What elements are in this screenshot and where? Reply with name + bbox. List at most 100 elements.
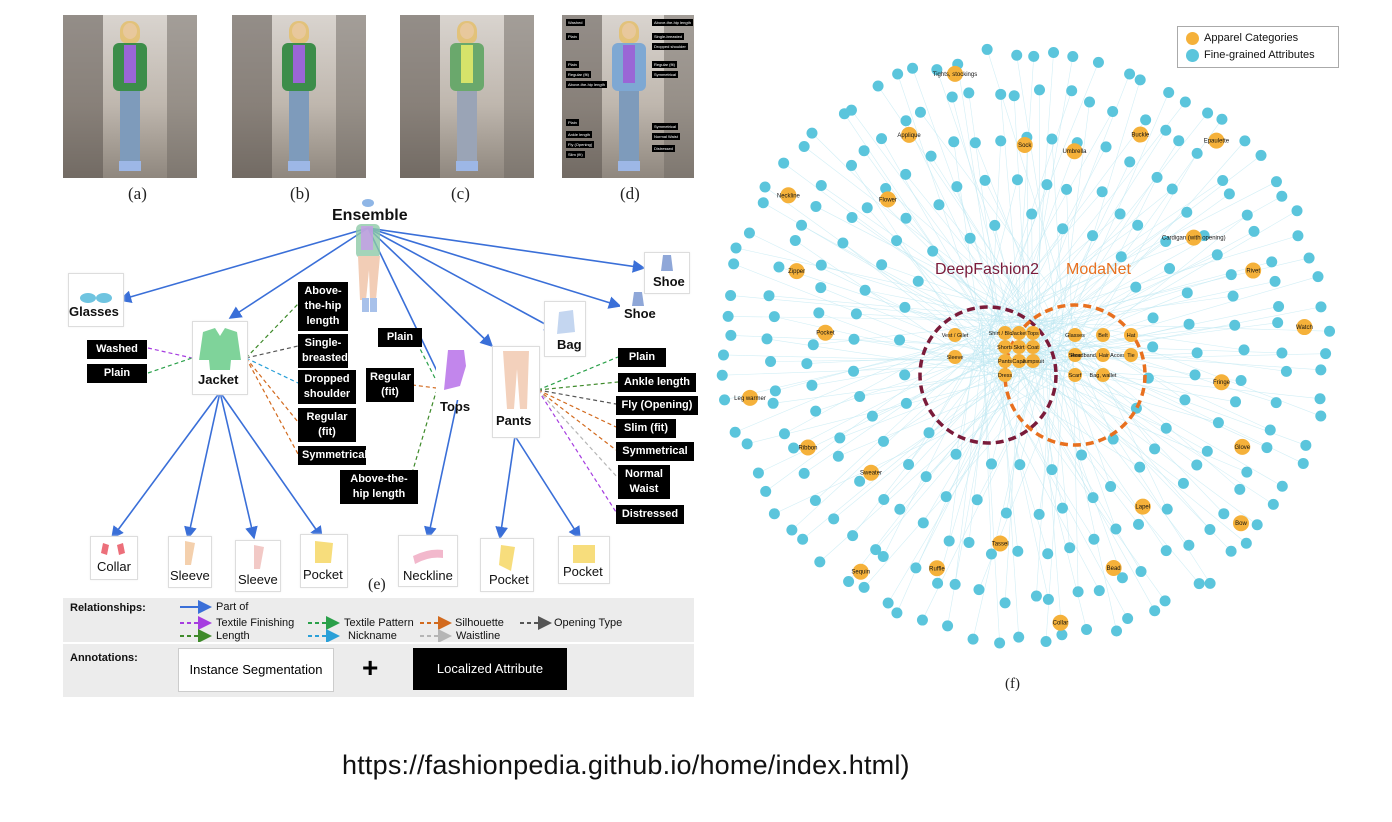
jacket-attr-washed: Washed bbox=[87, 340, 147, 359]
pocket-icon bbox=[315, 541, 333, 563]
attribute-node bbox=[1130, 281, 1142, 293]
attribute-node bbox=[761, 333, 773, 345]
graph-edge bbox=[988, 119, 1146, 331]
graph-edge bbox=[866, 207, 1011, 369]
attribute-node bbox=[1202, 107, 1214, 119]
attribute-node bbox=[1223, 188, 1235, 200]
part-label: Pocket bbox=[489, 572, 529, 587]
category-node bbox=[1132, 126, 1149, 143]
graph-edge bbox=[985, 193, 1230, 371]
attribute-node bbox=[1067, 50, 1079, 62]
pants-icon bbox=[503, 351, 529, 409]
category-node-label: Tops bbox=[1027, 331, 1039, 337]
photo-d-tag: Plain bbox=[566, 33, 579, 40]
attribute-node bbox=[1315, 410, 1327, 422]
graph-edge bbox=[981, 328, 992, 555]
attribute-node bbox=[1181, 287, 1193, 299]
attribute-node bbox=[809, 495, 821, 507]
attribute-node bbox=[1312, 271, 1324, 283]
attribute-node bbox=[859, 284, 871, 296]
attribute-node bbox=[1211, 249, 1223, 261]
graph-edge bbox=[1057, 340, 1225, 514]
graph-edge bbox=[778, 266, 1047, 356]
attribute-node bbox=[946, 91, 958, 103]
attribute-node bbox=[1046, 464, 1058, 476]
attribute-node bbox=[1107, 433, 1119, 445]
attribute-node bbox=[916, 614, 928, 626]
attribute-node bbox=[1179, 394, 1191, 406]
graph-edge bbox=[1019, 360, 1046, 465]
graph-edge bbox=[976, 354, 1053, 500]
graph-edge bbox=[887, 359, 1033, 604]
pocket-icon bbox=[573, 545, 595, 563]
graph-edge bbox=[1067, 338, 1240, 490]
graph-edge bbox=[883, 331, 1055, 442]
attribute-node bbox=[1066, 85, 1078, 97]
attribute-node bbox=[1300, 439, 1312, 451]
category-node bbox=[879, 191, 896, 208]
attribute-node bbox=[1133, 518, 1145, 530]
rel-opening-type: Opening Type bbox=[554, 617, 623, 629]
attribute-node bbox=[1147, 341, 1159, 353]
attribute-node bbox=[834, 432, 846, 444]
source-url[interactable]: https://fashionpedia.github.io/home/inde… bbox=[342, 750, 910, 780]
graph-edge bbox=[811, 132, 1005, 323]
graph-edge bbox=[1006, 225, 1138, 319]
attribute-node bbox=[854, 475, 866, 487]
graph-edge bbox=[1038, 119, 1223, 374]
graph-edge bbox=[922, 367, 1047, 621]
category-node-label: Sequin bbox=[851, 570, 870, 576]
graph-edge bbox=[815, 329, 999, 501]
attribute-node bbox=[878, 494, 890, 506]
attribute-node bbox=[1122, 613, 1134, 625]
graph-edge bbox=[1045, 346, 1067, 642]
attribute-node bbox=[1183, 318, 1195, 330]
attribute-node bbox=[1272, 317, 1284, 329]
attribute-node bbox=[1048, 46, 1060, 58]
rel-part-of: Part of bbox=[216, 601, 249, 613]
pocket-icon bbox=[499, 545, 515, 571]
attribute-node bbox=[1251, 519, 1263, 531]
category-node-label: Watch bbox=[1296, 325, 1313, 331]
part-pocket: Pocket bbox=[300, 534, 348, 588]
attribute-node bbox=[925, 150, 937, 162]
category-node bbox=[1026, 354, 1040, 368]
jacket-attr-plain: Plain bbox=[87, 364, 147, 383]
jacket-attr-symmetrical: Symmetrical bbox=[298, 446, 367, 465]
graph-edge bbox=[1043, 325, 1211, 584]
shoe-icon bbox=[632, 292, 644, 306]
graph-edge bbox=[1002, 344, 1247, 544]
graph-edge bbox=[1032, 161, 1131, 364]
deepfashion2-label: DeepFashion2 bbox=[935, 261, 1040, 278]
collar-icon bbox=[101, 543, 125, 555]
attribute-node bbox=[1134, 461, 1146, 473]
tops-attr-length: Above-the-hip length bbox=[340, 470, 418, 504]
graph-edge bbox=[1058, 332, 1271, 431]
attribute-node bbox=[1096, 186, 1108, 198]
attribute-node bbox=[1081, 624, 1093, 636]
category-node-label: Skirt bbox=[1014, 345, 1025, 351]
ontology-edges bbox=[111, 199, 646, 540]
attribute-node bbox=[910, 562, 922, 574]
attribute-node bbox=[1225, 269, 1237, 281]
category-node-label: Tassel bbox=[992, 541, 1009, 547]
attribute-node bbox=[1225, 545, 1237, 557]
graph-edge bbox=[998, 369, 1019, 552]
category-node bbox=[1012, 326, 1026, 340]
attribute-node bbox=[1008, 90, 1020, 102]
attribute-node bbox=[725, 289, 737, 301]
attribute-node bbox=[786, 524, 798, 536]
attribute-node bbox=[806, 127, 818, 139]
category-node-label: Shorts bbox=[997, 345, 1013, 351]
attribute-node bbox=[1276, 190, 1288, 202]
graph-edge bbox=[819, 357, 1048, 563]
panel-label-a: (a) bbox=[128, 184, 147, 203]
graph-edge bbox=[1071, 329, 1149, 379]
graph-edge bbox=[1032, 52, 1054, 354]
attribute-node bbox=[1324, 325, 1336, 337]
attribute-node bbox=[1173, 135, 1185, 147]
attribute-node bbox=[1269, 275, 1281, 287]
graph-edge bbox=[853, 338, 1012, 366]
attribute-node bbox=[1040, 635, 1052, 647]
photo-d-tag: Ankle length bbox=[566, 131, 593, 138]
